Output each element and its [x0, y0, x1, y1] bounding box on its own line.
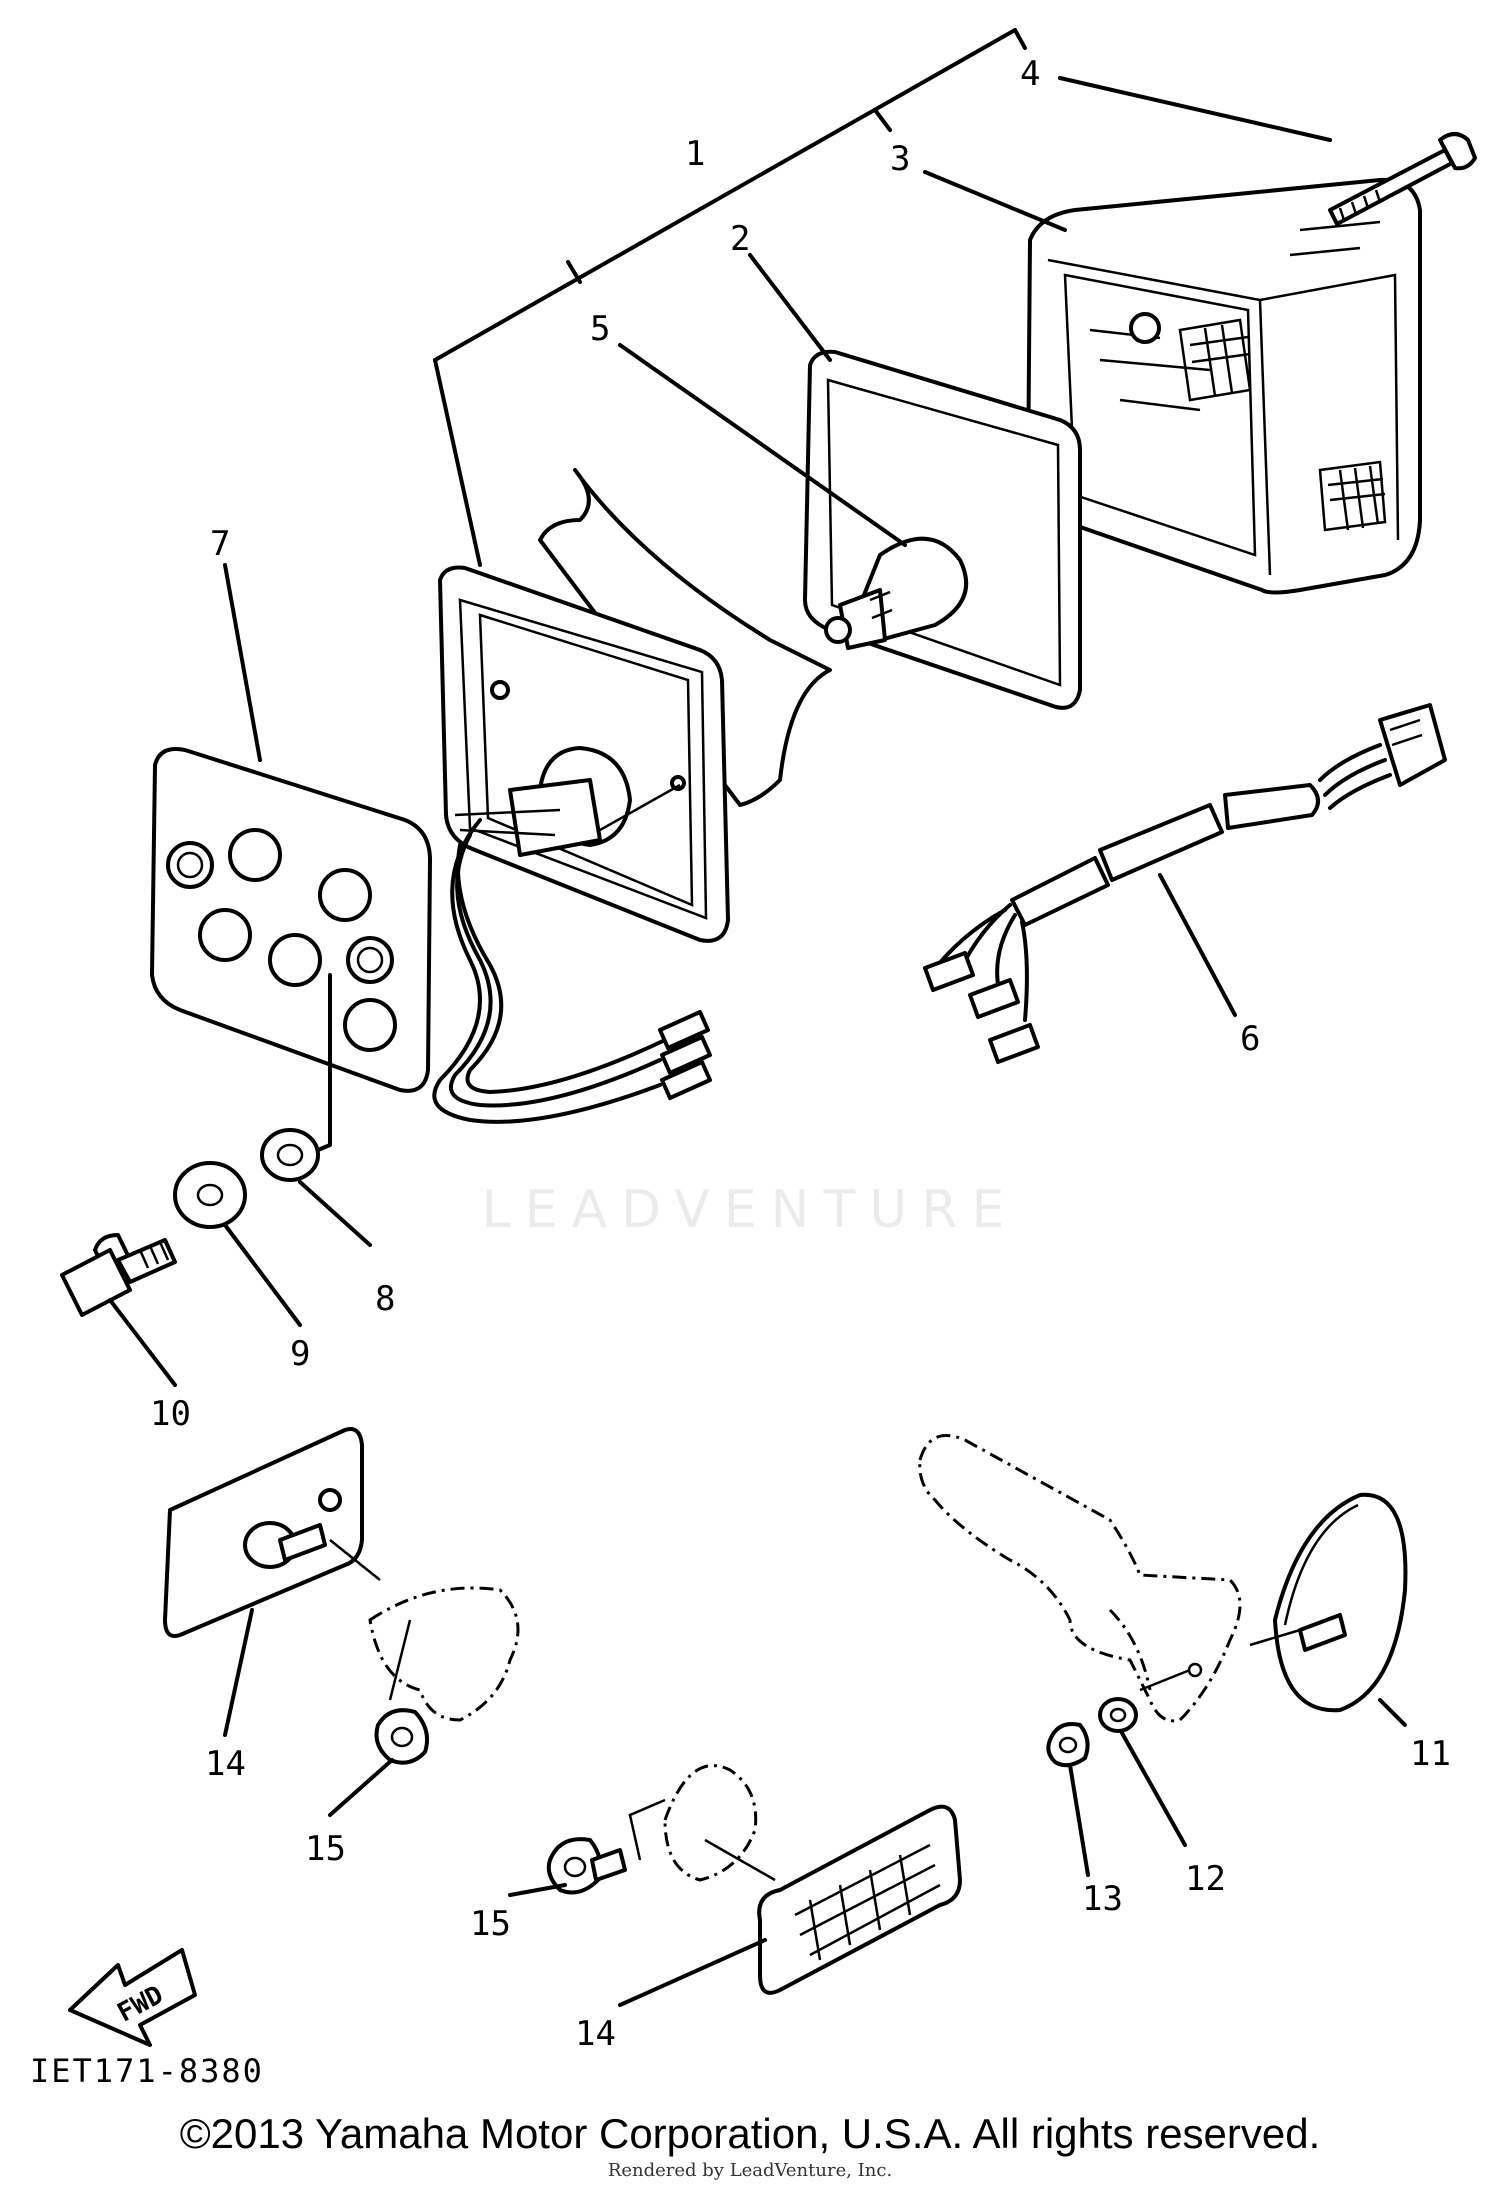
wire-terminal-group	[658, 1010, 712, 1100]
nut-left	[374, 1708, 429, 1765]
callout-13: 13	[1082, 1879, 1123, 1919]
reflector-bracket	[918, 1434, 1301, 1723]
callout-6: 6	[1240, 1019, 1260, 1059]
callout-2: 2	[730, 219, 750, 259]
side-reflector-center	[628, 1764, 962, 1995]
callout-10: 10	[150, 1394, 191, 1434]
callout-9: 9	[290, 1334, 310, 1374]
callout-7: 7	[210, 524, 230, 564]
rendered-by-notice: Rendered by LeadVenture, Inc.	[607, 2160, 893, 2181]
callout-11: 11	[1410, 1734, 1451, 1774]
nut-center	[546, 1837, 627, 1895]
callout-15: 15	[305, 1829, 346, 1869]
taillight-body	[438, 468, 832, 943]
washer-right	[1098, 1697, 1138, 1733]
assembly-bracket	[433, 28, 1027, 567]
callout-8: 8	[375, 1279, 395, 1319]
rear-plate	[150, 747, 432, 1093]
lens-housing	[1026, 177, 1422, 595]
side-reflector-left	[163, 1427, 520, 1722]
callout-12: 12	[1185, 1859, 1226, 1899]
callout-15: 15	[470, 1904, 511, 1944]
wire-harness	[923, 703, 1447, 1064]
grommet	[260, 973, 332, 1182]
callout-14: 14	[575, 2014, 616, 2054]
diagram-code: IET171-8380	[30, 2052, 264, 2090]
callout-3: 3	[890, 139, 910, 179]
callout-1: 1	[685, 134, 705, 174]
socket-wires	[432, 818, 712, 1124]
callout-4: 4	[1020, 54, 1040, 94]
washer	[173, 1161, 247, 1229]
leader-lines	[108, 76, 1407, 2007]
leadventure-watermark: LEADVENTURE	[481, 1180, 1019, 1240]
fwd-arrow-icon: FWD	[68, 1948, 197, 2047]
nut-right	[1046, 1722, 1090, 1768]
screw	[1328, 132, 1477, 226]
round-reflector	[1273, 1492, 1408, 1713]
bolt	[60, 1233, 177, 1317]
callout-5: 5	[590, 309, 610, 349]
callout-14: 14	[205, 1744, 246, 1784]
copyright-notice: ©2013 Yamaha Motor Corporation, U.S.A. A…	[179, 2110, 1321, 2157]
callouts: 4 3 1 2 5 7 6 8 9 10 11 12 13 14 15 15 1…	[150, 54, 1451, 2054]
bulb	[824, 536, 969, 650]
